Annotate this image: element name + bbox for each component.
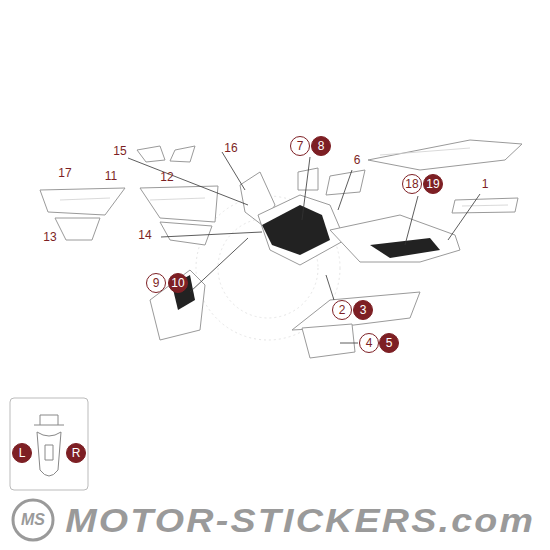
side-black bbox=[370, 238, 440, 258]
callout-number: 13 bbox=[43, 231, 56, 243]
callout-circle: 9 bbox=[146, 273, 166, 293]
callout-number: 10 bbox=[171, 277, 184, 289]
logo-mark: MS bbox=[21, 512, 45, 528]
callout-circle: 7 bbox=[290, 136, 310, 156]
callout-circle: 3 bbox=[353, 300, 373, 320]
logo-ring bbox=[13, 500, 53, 540]
callout-number: 8 bbox=[318, 140, 325, 152]
callout-number: 18 bbox=[405, 178, 418, 190]
leader-line bbox=[161, 232, 262, 237]
tank-black bbox=[262, 205, 330, 255]
callout-number: 17 bbox=[58, 167, 71, 179]
callout-circle: L bbox=[12, 443, 32, 463]
callout-number: 7 bbox=[297, 140, 304, 152]
sticker-2 bbox=[292, 292, 420, 330]
leader-line bbox=[448, 194, 480, 240]
shroud-9 bbox=[150, 270, 205, 340]
callout-circle: R bbox=[66, 443, 86, 463]
leader-line bbox=[340, 343, 358, 344]
leader-line bbox=[190, 238, 248, 292]
front-view bbox=[34, 415, 64, 476]
callout-number: 14 bbox=[138, 229, 151, 241]
inset-frame bbox=[10, 398, 88, 490]
callout-circle: 19 bbox=[423, 174, 443, 194]
callout-number: 16 bbox=[224, 142, 237, 154]
leader-line bbox=[338, 170, 352, 210]
callout-circle: 18 bbox=[402, 174, 422, 194]
leader-line bbox=[405, 196, 418, 245]
callout-circle: 10 bbox=[168, 273, 188, 293]
sticker-15 bbox=[137, 146, 165, 162]
leader-line bbox=[222, 152, 245, 190]
callout-number: L bbox=[19, 447, 26, 459]
callout-number: 3 bbox=[360, 304, 367, 316]
callout-number: 9 bbox=[153, 277, 160, 289]
callout-number: 6 bbox=[354, 154, 361, 166]
sticker-lettering bbox=[60, 148, 508, 206]
sticker-seat bbox=[368, 140, 522, 170]
sticker-14 bbox=[160, 222, 212, 245]
sticker-6 bbox=[326, 170, 365, 195]
side-panel bbox=[330, 215, 460, 262]
leader-line bbox=[326, 275, 334, 300]
callout-circle: 4 bbox=[359, 333, 379, 353]
sticker-4 bbox=[302, 324, 355, 358]
callout-number: 19 bbox=[426, 178, 439, 190]
watermark: MOTOR-STICKERS.com bbox=[65, 503, 535, 537]
callout-number: R bbox=[72, 447, 81, 459]
callout-circle: 5 bbox=[379, 333, 399, 353]
sticker-11 bbox=[40, 188, 125, 215]
callout-circle: 8 bbox=[311, 136, 331, 156]
callout-number: 1 bbox=[482, 178, 489, 190]
callout-number: 11 bbox=[105, 170, 117, 182]
callout-number: 4 bbox=[366, 337, 373, 349]
callout-number: 5 bbox=[386, 337, 393, 349]
callout-number: 2 bbox=[339, 304, 346, 316]
callout-circle: 2 bbox=[332, 300, 352, 320]
sticker-13 bbox=[55, 218, 100, 240]
sticker-12 bbox=[140, 186, 218, 222]
callout-number: 12 bbox=[160, 171, 173, 183]
leader-line bbox=[302, 157, 310, 220]
callout-number: 15 bbox=[113, 145, 126, 157]
sticker-16 bbox=[170, 146, 195, 162]
